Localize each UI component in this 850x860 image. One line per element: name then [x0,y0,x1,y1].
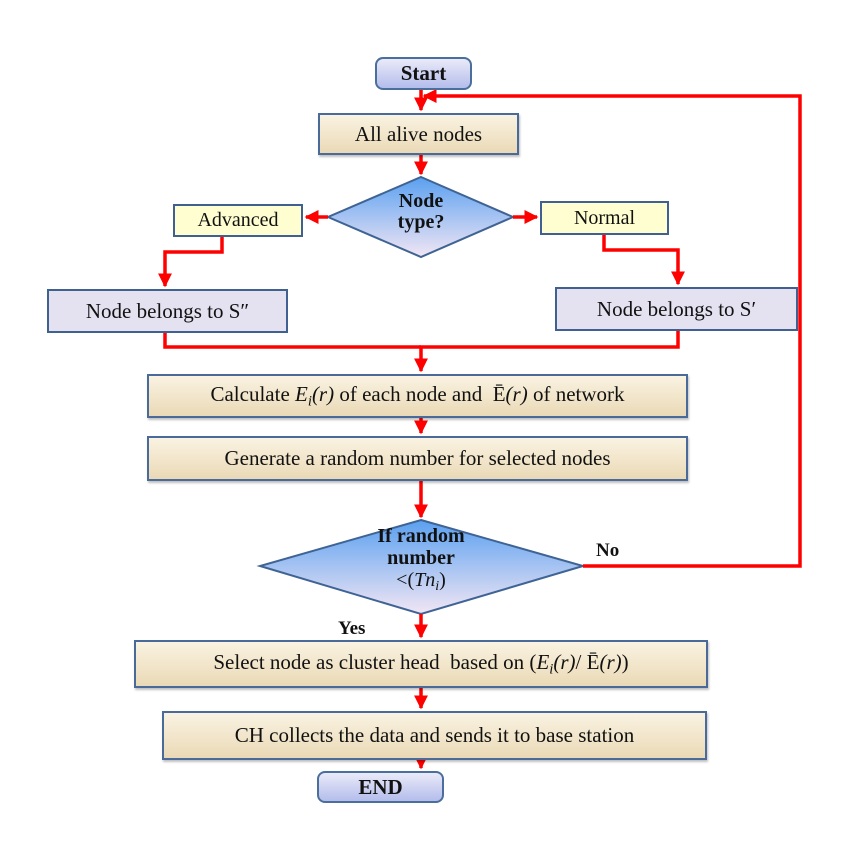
end-terminal: END [317,771,444,803]
end-label: END [358,774,403,799]
calculate-mid: of each node and [334,381,493,406]
select-ei-argument: (r) [553,649,576,674]
select-ei-subscript: i [549,661,554,678]
ei-argument: (r) [311,381,335,406]
tn-symbol: Tn [414,569,436,591]
ch-collects-box: CH collects the data and sends it to bas… [162,711,707,760]
node-type-diamond [325,175,516,259]
ei-symbol: E [295,381,308,406]
ebar-symbol: Ē [492,381,506,406]
select-suffix: ) [621,649,629,674]
start-label: Start [400,61,447,85]
select-cluster-head-box: Select node as cluster head based on (Ei… [134,640,708,688]
select-slash: / [575,649,587,674]
normal-label: Normal [573,206,636,229]
random-check-line3: <(Tni) [346,569,496,595]
advanced-box: Advanced [173,204,303,237]
start-terminal: Start [375,57,472,90]
select-ebar-symbol: Ē [586,649,600,674]
s-prime-label: Node belongs to S′ [596,296,757,321]
all-alive-nodes-label: All alive nodes [354,121,483,146]
select-label: Select node as cluster head based on (Ei… [213,650,628,678]
merge-line-s-double-prime [163,333,421,349]
calculate-energy-box: Calculate Ei(r) of each node and Ē(r) of… [147,374,688,418]
node-type-text: Node type? [361,191,481,233]
normal-box: Normal [540,201,669,235]
node-type-line2: type? [397,211,445,233]
calculate-suffix: of network [527,381,625,406]
s-double-prime-label: Node belongs to S″ [85,298,250,323]
select-ebar-argument: (r) [599,649,622,674]
random-check-text: If random number <(Tni) [346,525,496,595]
select-ei-symbol: E [536,649,550,674]
generate-random-box: Generate a random number for selected no… [147,436,688,481]
tn-prefix: <( [396,569,415,591]
ch-collects-label: CH collects the data and sends it to bas… [234,723,635,747]
calculate-label: Calculate Ei(r) of each node and Ē(r) of… [210,382,624,410]
merge-line-s-prime [414,331,680,373]
select-prefix: Select node as cluster head based on ( [213,649,537,674]
node-type-line1: Node [398,190,444,212]
calculate-prefix: Calculate [210,381,296,406]
ei-subscript: i [307,393,312,410]
s-prime-box: Node belongs to S′ [555,287,798,331]
arrow-no-loop-back [422,89,802,568]
arrow-normal-to-s-prime [602,235,685,286]
generate-label: Generate a random number for selected no… [224,446,611,470]
all-alive-nodes-box: All alive nodes [318,113,519,155]
ebar-argument: (r) [505,381,528,406]
yes-label: Yes [338,618,366,639]
no-label: No [596,540,620,561]
tn-suffix: ) [439,569,446,591]
s-double-prime-box: Node belongs to S″ [47,289,288,333]
random-check-line1: If random [377,525,465,547]
random-check-line2: number [387,547,455,569]
arrow-advanced-to-s-double-prime [158,237,224,288]
advanced-label: Advanced [197,209,279,231]
tn-subscript: i [435,579,440,595]
